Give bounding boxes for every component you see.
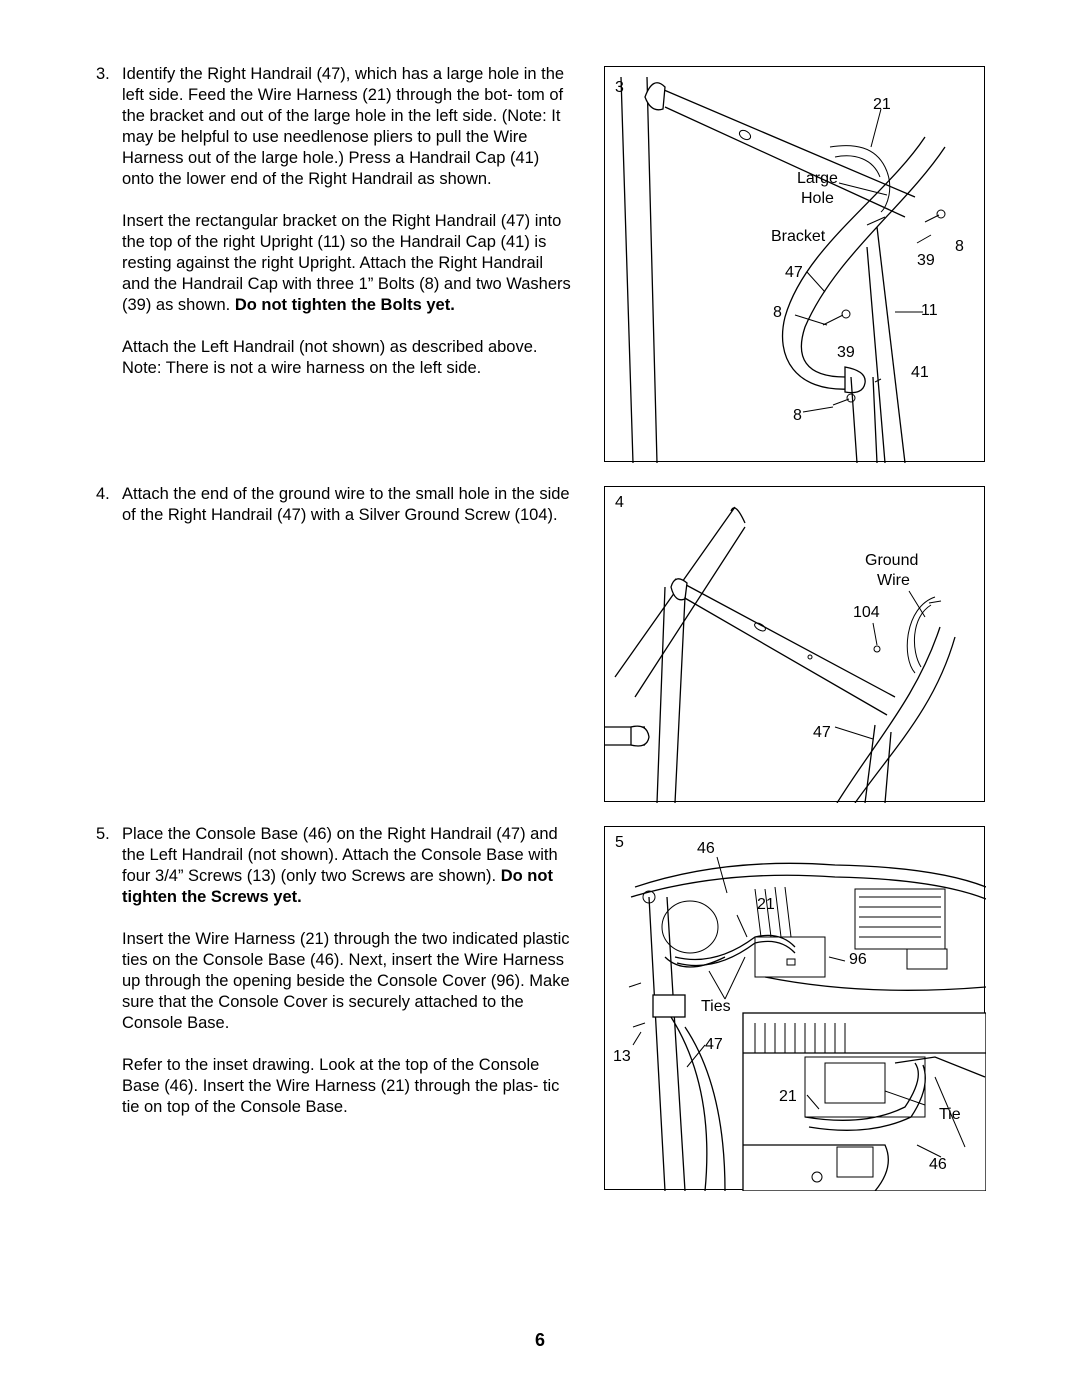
callout-47: 47 (813, 724, 831, 741)
figure-number: 4 (615, 494, 624, 511)
ground-wire-diagram (605, 506, 956, 803)
figure-number: 5 (615, 834, 624, 851)
callout-8: 8 (955, 238, 964, 255)
step-3: 3. Identify the Right Handrail (47), whi… (96, 64, 574, 379)
step-paragraph: Identify the Right Handrail (47), which … (122, 65, 565, 188)
step-number: 5. (96, 825, 110, 843)
callout-21: 21 (873, 96, 891, 113)
step-paragraph: Attach the Left Handrail (not shown) as … (122, 338, 538, 377)
figure-3-labels: 3 21 Large Hole Bracket 8 39 47 8 11 39 … (615, 79, 964, 424)
callout-bracket: Bracket (771, 228, 826, 245)
step-paragraph: Insert the rectangular bracket on the Ri… (122, 212, 571, 314)
step-paragraph: Place the Console Base (46) on the Right… (122, 825, 558, 906)
figure-5-labels: 5 46 21 96 Ties 47 13 21 Tie 46 (613, 834, 961, 1173)
callout-ground: Ground (865, 552, 918, 569)
callout-13: 13 (613, 1048, 631, 1065)
figure-number: 3 (615, 79, 624, 96)
step-paragraph: Insert the Wire Harness (21) through the… (122, 930, 570, 1032)
callout-21: 21 (779, 1088, 797, 1105)
callout-11: 11 (921, 302, 938, 319)
callout-41: 41 (911, 364, 929, 381)
figure-4-panel: 4 Ground Wire 104 47 (604, 486, 985, 803)
figure-4-labels: 4 Ground Wire 104 47 (615, 494, 918, 741)
callout-39: 39 (837, 344, 855, 361)
callout-hole: Hole (801, 190, 834, 207)
callout-wire: Wire (877, 572, 910, 589)
step-paragraph: Attach the end of the ground wire to the… (122, 485, 570, 524)
callout-46: 46 (697, 840, 715, 857)
console-base-diagram (628, 856, 986, 1191)
step-number: 3. (96, 65, 110, 83)
step-number: 4. (96, 485, 110, 503)
warning-text: Do not tighten the Screws yet. (122, 867, 553, 906)
callout-46: 46 (929, 1156, 947, 1173)
figure-5-panel: 5 46 21 96 Ties 47 13 21 Tie 46 (604, 826, 986, 1191)
callout-8: 8 (793, 407, 802, 424)
figure-3-panel: 3 21 Large Hole Bracket 8 39 47 8 11 39 … (604, 66, 985, 463)
warning-text: Do not tighten the Bolts yet. (234, 296, 455, 314)
callout-96: 96 (849, 951, 867, 968)
callout-ties: Ties (701, 998, 731, 1015)
callout-47: 47 (705, 1036, 723, 1053)
page-number: 6 (534, 1330, 545, 1350)
handrail-diagram (620, 76, 946, 463)
step-5: 5. Place the Console Base (46) on the Ri… (96, 824, 574, 1118)
callout-47: 47 (785, 264, 803, 281)
callout-8: 8 (773, 304, 782, 321)
step-paragraph: Refer to the inset drawing. Look at the … (122, 1056, 560, 1116)
callout-104: 104 (853, 604, 880, 621)
callout-21: 21 (757, 896, 775, 913)
callout-39: 39 (917, 252, 935, 269)
callout-large: Large (797, 170, 838, 187)
step-4: 4. Attach the end of the ground wire to … (96, 484, 574, 526)
callout-tie: Tie (939, 1106, 961, 1123)
